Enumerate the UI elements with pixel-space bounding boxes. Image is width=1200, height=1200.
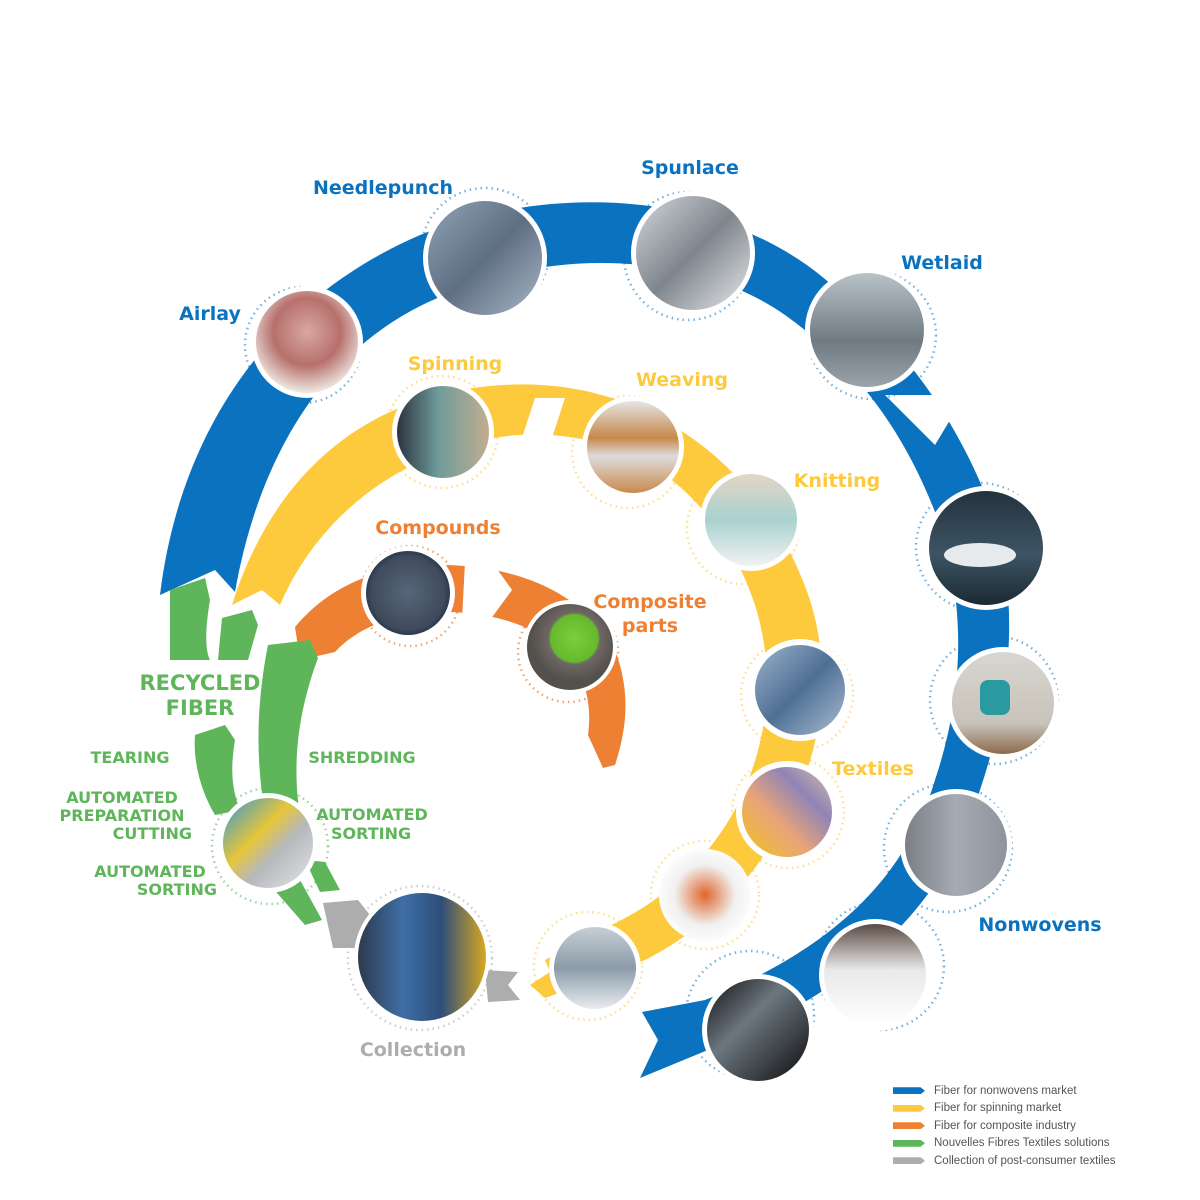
nonwovens-chevron-gap <box>885 395 965 445</box>
legend: Fiber for nonwovens market Fiber for spi… <box>893 1082 1193 1170</box>
photo-wetlaid <box>805 268 938 401</box>
label-nonwovens: Nonwovens <box>978 914 1101 936</box>
label-composite-parts-line1: Composite <box>593 591 706 613</box>
legend-item-spinning: Fiber for spinning market <box>893 1100 1193 1118</box>
label-shredding: SHREDDING <box>308 748 415 767</box>
label-automated-sorting-left-line2: SORTING <box>137 880 217 899</box>
photo-weaving <box>570 394 686 510</box>
legend-label: Fiber for nonwovens market <box>934 1084 1077 1097</box>
nonwovens-track <box>160 202 1010 1079</box>
legend-item-nonwovens: Fiber for nonwovens market <box>893 1082 1193 1100</box>
legend-label: Collection of post-consumer textiles <box>934 1154 1116 1167</box>
photo-composite-parts <box>516 600 620 704</box>
photo-airlay <box>243 285 363 405</box>
label-automated-sorting-right-line1: AUTOMATED <box>316 805 428 824</box>
composite-chevron-gap <box>462 562 512 620</box>
label-automated-sorting-right-line2: SORTING <box>331 824 411 843</box>
label-collection: Collection <box>360 1039 466 1061</box>
label-recycled-fiber-line1: RECYCLED <box>140 671 261 695</box>
label-needlepunch: Needlepunch <box>313 177 453 199</box>
photo-spinning <box>384 374 500 490</box>
label-compounds: Compounds <box>375 517 500 539</box>
legend-arrow-icon <box>893 1122 925 1130</box>
legend-item-composite: Fiber for composite industry <box>893 1117 1193 1135</box>
photo-collection <box>346 884 494 1032</box>
legend-arrow-icon <box>893 1157 925 1165</box>
legend-item-collection: Collection of post-consumer textiles <box>893 1152 1193 1170</box>
photo-pillows <box>532 910 644 1022</box>
label-tearing: TEARING <box>90 748 169 767</box>
label-weaving: Weaving <box>636 369 728 391</box>
legend-arrow-icon <box>893 1139 925 1147</box>
nft-arrow-bottom-right <box>305 860 340 892</box>
photo-sorting-machine <box>210 786 330 906</box>
legend-item-nft: Nouvelles Fibres Textiles solutions <box>893 1135 1193 1153</box>
photo-nonwoven-felt <box>684 949 816 1086</box>
label-textiles: Textiles <box>832 758 914 780</box>
label-automated-prep-line1: AUTOMATED <box>66 788 178 807</box>
photo-knitting <box>685 469 802 586</box>
spinning-chevron-gap <box>518 398 565 450</box>
photo-shirts <box>730 754 846 870</box>
nft-track <box>170 578 340 925</box>
photo-electric-car <box>914 481 1048 613</box>
label-automated-prep-line3: CUTTING <box>113 824 192 843</box>
legend-arrow-icon <box>893 1104 925 1112</box>
legend-label: Fiber for composite industry <box>934 1119 1076 1132</box>
legend-label: Nouvelles Fibres Textiles solutions <box>934 1137 1110 1150</box>
label-composite-parts-line2: parts <box>622 615 678 637</box>
legend-label: Fiber for spinning market <box>934 1102 1062 1115</box>
photo-mattress <box>814 900 946 1032</box>
label-spunlace: Spunlace <box>641 157 739 179</box>
nft-arrow-inner <box>218 610 258 660</box>
label-spinning: Spinning <box>408 353 503 375</box>
photo-armchair <box>928 634 1060 766</box>
nft-arrow-tearing-band <box>194 725 240 815</box>
nft-arrow-bottom <box>270 880 322 925</box>
label-airlay: Airlay <box>179 303 241 325</box>
photo-spunlace <box>622 190 755 322</box>
label-automated-prep-line2: PREPARATION <box>60 806 185 825</box>
label-automated-sorting-left-line1: AUTOMATED <box>94 862 206 881</box>
collection-arrow-right <box>485 970 520 1002</box>
photo-needlepunch <box>419 186 551 320</box>
label-knitting: Knitting <box>794 470 881 492</box>
nft-arrow-outer <box>170 578 210 660</box>
nft-arrow-shredding-band <box>258 640 318 840</box>
legend-arrow-icon <box>893 1087 925 1095</box>
photo-insulation <box>882 782 1014 914</box>
label-wetlaid: Wetlaid <box>901 252 983 274</box>
photo-jeans <box>739 637 855 753</box>
photo-sneakers <box>649 839 761 951</box>
label-recycled-fiber-line2: FIBER <box>166 696 235 720</box>
photo-compounds <box>358 544 462 648</box>
